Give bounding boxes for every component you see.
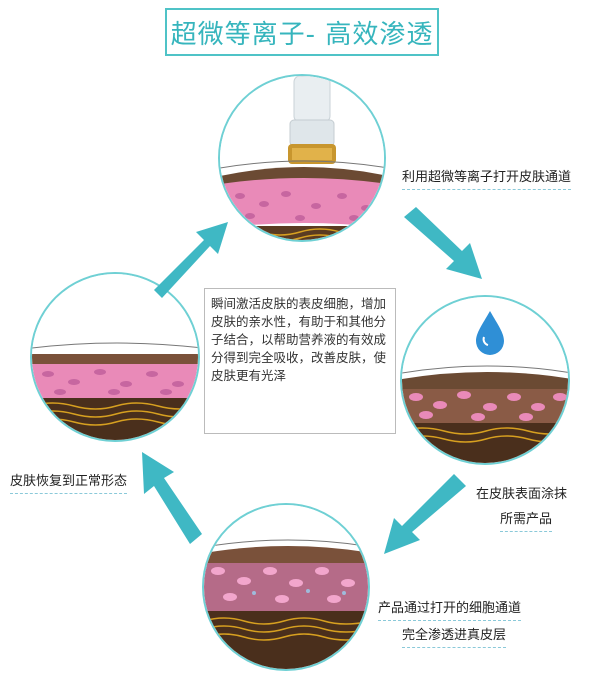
step2-caption-line1: 在皮肤表面涂抹: [476, 487, 568, 502]
step3-caption-line1: 产品通过打开的细胞通道: [378, 597, 522, 621]
arrow-step3-to-step4: [142, 452, 202, 544]
center-description: 瞬间激活皮肤的表皮细胞，增加皮肤的亲水性，有助于和其他分子结合，以帮助营养液的有…: [204, 288, 396, 434]
step4-caption: 皮肤恢复到正常形态: [10, 470, 128, 494]
skin-restored-illustration: [32, 274, 198, 440]
step2-circle: [400, 295, 570, 465]
step1-caption: 利用超微等离子打开皮肤通道: [402, 166, 572, 190]
skin-penetration-illustration: [204, 505, 368, 669]
title-box: 超微等离子- 高效渗透: [165, 8, 439, 56]
step4-circle: [30, 272, 200, 442]
step3-caption-line2: 完全渗透进真皮层: [402, 624, 507, 648]
step1-circle: [218, 74, 386, 242]
skin-plasma-illustration: [220, 76, 384, 240]
arrow-step1-to-step2: [404, 207, 482, 279]
water-drop-icon: [476, 311, 504, 355]
skin-product-illustration: [402, 297, 568, 463]
arrow-step2-to-step3: [384, 474, 466, 554]
step2-caption-line2: 所需产品: [500, 508, 553, 532]
diagram-title: 超微等离子- 高效渗透: [170, 19, 434, 50]
arrow-step4-to-step1: [154, 222, 228, 298]
step3-circle: [202, 503, 370, 671]
